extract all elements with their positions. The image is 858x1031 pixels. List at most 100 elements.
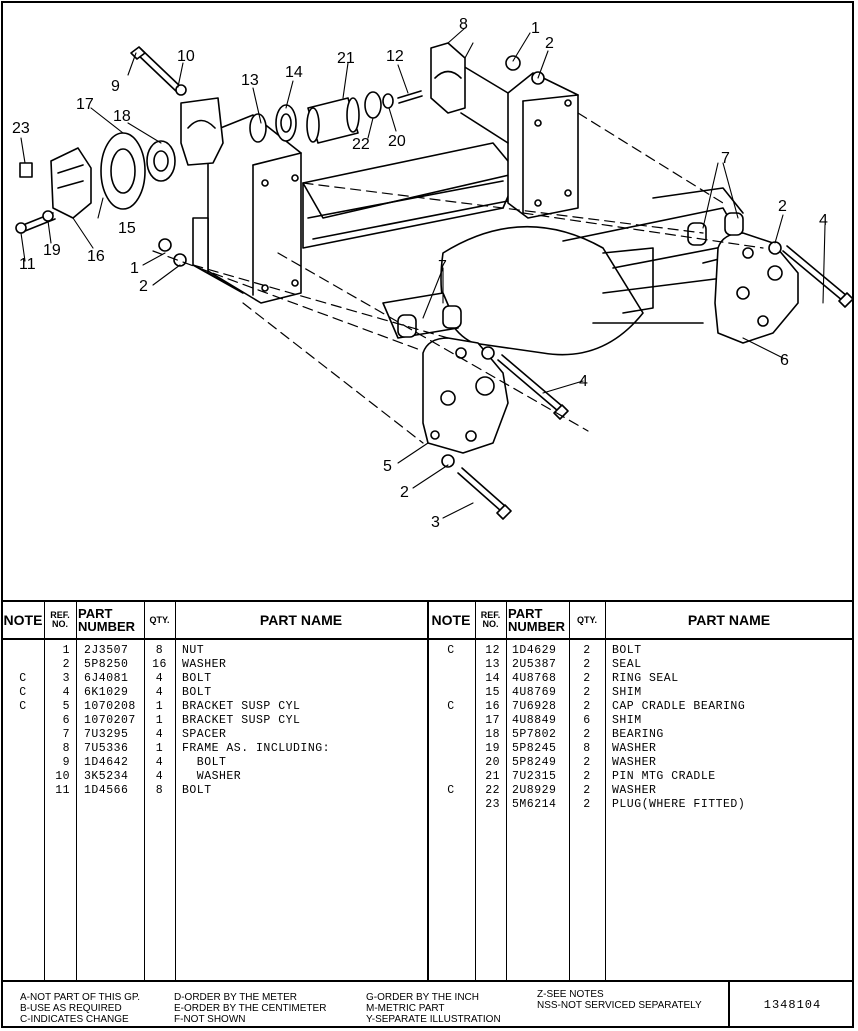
table-cell bbox=[427, 714, 475, 728]
table-cell: PIN MTG CRADLE bbox=[612, 770, 716, 783]
table-cell: 13 bbox=[485, 658, 500, 671]
col-divider bbox=[569, 602, 570, 980]
table-cell: C bbox=[447, 700, 455, 713]
table-cell: 16 bbox=[152, 658, 167, 671]
table-cell: PLUG(WHERE FITTED) bbox=[612, 798, 746, 811]
table-cell: 12 bbox=[485, 644, 500, 657]
table-cell: BEARING bbox=[612, 728, 664, 741]
table-cell: 5P8250 bbox=[84, 658, 129, 671]
table-cell: C bbox=[19, 672, 27, 685]
table-cell: 7U3295 bbox=[84, 728, 129, 741]
table-cell: 5P8245 bbox=[512, 742, 557, 755]
table-cell: FRAME AS. INCLUDING: bbox=[182, 742, 331, 755]
header-qty-left: QTY. bbox=[149, 614, 170, 625]
table-cell: 3K5234 bbox=[84, 770, 129, 783]
header-ref-bottom: NO. bbox=[51, 619, 68, 629]
table-cell: SHIM bbox=[612, 714, 642, 727]
callout-2-lower: 2 bbox=[400, 484, 409, 501]
table-cell: 2 bbox=[583, 728, 591, 741]
table-cell: 4 bbox=[155, 756, 164, 769]
table-cell: 9 bbox=[62, 756, 70, 769]
table-cell: WASHER bbox=[612, 742, 657, 755]
callout-2-left: 2 bbox=[139, 278, 148, 295]
table-cell: 18 bbox=[485, 728, 500, 741]
table-cell: C bbox=[447, 784, 455, 797]
table-cell: 2 bbox=[583, 658, 591, 671]
callout-9: 9 bbox=[111, 78, 120, 95]
table-cell: 2J3507 bbox=[84, 644, 129, 657]
header-ref-right: REF. NO. bbox=[475, 602, 506, 638]
table-cell: 2 bbox=[583, 756, 591, 769]
table-cell bbox=[427, 658, 475, 672]
table-cell: BOLT bbox=[182, 686, 212, 699]
table-cell: RING SEAL bbox=[612, 672, 679, 685]
header-part-name-right: PART NAME bbox=[687, 612, 771, 628]
table-cell: 4 bbox=[155, 686, 164, 699]
table-cell: 8 bbox=[62, 742, 70, 755]
table-cell bbox=[2, 784, 44, 798]
table-cell: 7U2315 bbox=[512, 770, 557, 783]
table-cell: 7U6928 bbox=[512, 700, 557, 713]
table-cell: 2U8929 bbox=[512, 784, 557, 797]
table-cell: BOLT bbox=[182, 784, 212, 797]
legend-item: D-ORDER BY THE METER bbox=[174, 992, 297, 1003]
table-cell: 2 bbox=[62, 658, 70, 671]
table-cell: 7 bbox=[62, 728, 70, 741]
right-notes-column: C C C bbox=[427, 644, 475, 812]
callout-2: 2 bbox=[545, 35, 554, 52]
table-cell: 6K1029 bbox=[84, 686, 129, 699]
callout-12: 12 bbox=[386, 48, 404, 65]
table-cell: BOLT bbox=[182, 672, 212, 685]
table-cell: 14 bbox=[485, 672, 500, 685]
callout-23: 23 bbox=[12, 120, 30, 137]
header-note-right: NOTE bbox=[431, 612, 471, 628]
legend-item: C-INDICATES CHANGE bbox=[20, 1014, 129, 1025]
header-part-top: PART bbox=[78, 606, 113, 621]
header-ref-bottom: NO. bbox=[482, 619, 499, 629]
table-cell: BRACKET SUSP CYL bbox=[182, 700, 301, 713]
parts-list-table: NOTE REF. NO. PART NUMBER QTY. PART NAME… bbox=[2, 600, 853, 982]
header-ref-top: REF. bbox=[50, 610, 70, 620]
header-part-bottom: NUMBER bbox=[508, 619, 566, 634]
table-cell: 3 bbox=[62, 672, 70, 685]
table-cell: 2 bbox=[583, 672, 591, 685]
table-cell: 7U5336 bbox=[84, 742, 129, 755]
legend-item: Y-SEPARATE ILLUSTRATION bbox=[366, 1014, 501, 1025]
table-cell: 4 bbox=[155, 728, 164, 741]
table-cell bbox=[2, 728, 44, 742]
table-cell: 4 bbox=[155, 672, 164, 685]
table-cell: C bbox=[447, 644, 455, 657]
table-cell bbox=[427, 742, 475, 756]
callout-11: 11 bbox=[19, 256, 36, 273]
table-cell: WASHER bbox=[182, 770, 242, 783]
table-cell bbox=[2, 742, 44, 756]
callout-2-right: 2 bbox=[778, 198, 787, 215]
table-cell: 2 bbox=[583, 784, 591, 797]
table-cell: 1 bbox=[155, 742, 164, 755]
table-cell: 2 bbox=[583, 686, 591, 699]
table-cell: 6 bbox=[583, 714, 591, 727]
table-cell: 2 bbox=[583, 644, 591, 657]
table-cell: WASHER bbox=[612, 756, 657, 769]
table-cell: 1 bbox=[155, 714, 164, 727]
table-cell: 8 bbox=[155, 644, 164, 657]
legend-item: A-NOT PART OF THIS GP. bbox=[20, 992, 141, 1003]
table-cell: BOLT bbox=[182, 756, 227, 769]
callout-19: 19 bbox=[43, 242, 61, 259]
table-cell: 2 bbox=[583, 798, 591, 811]
callout-8: 8 bbox=[459, 16, 468, 33]
callout-20: 20 bbox=[388, 133, 406, 150]
table-cell: 21 bbox=[485, 770, 500, 783]
col-divider bbox=[175, 602, 176, 980]
callout-14: 14 bbox=[285, 64, 303, 81]
